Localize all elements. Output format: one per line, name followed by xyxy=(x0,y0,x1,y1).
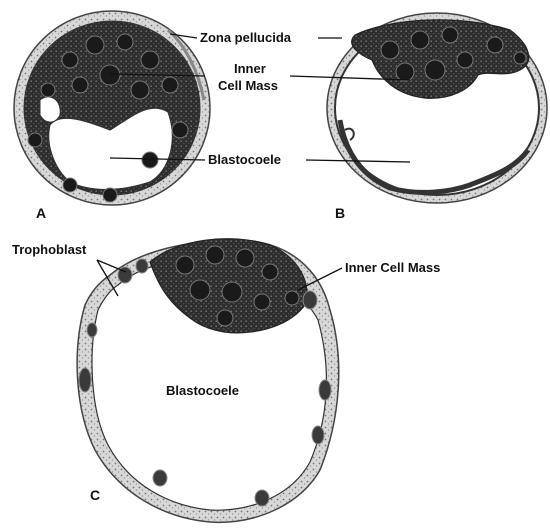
trophoblast-label: Trophoblast xyxy=(12,242,86,257)
inner-cell-mass-label-c: Inner Cell Mass xyxy=(345,260,440,275)
panel-label-a: A xyxy=(36,206,46,221)
panel-label-c: C xyxy=(90,488,100,503)
blastocyst-panel-c xyxy=(77,239,339,523)
zona-pellucida-label: Zona pellucida xyxy=(200,30,291,45)
inner-cell-mass-label-line2: Cell Mass xyxy=(218,78,278,93)
blastocoele-label-ab: Blastocoele xyxy=(208,152,281,167)
blastocyst-panel-b xyxy=(327,13,547,203)
blastocyst-panel-a xyxy=(14,11,210,205)
inner-cell-mass-label-line1: Inner xyxy=(234,61,266,76)
blastocoele-label-c: Blastocoele xyxy=(166,383,239,398)
cavity-extension-a xyxy=(40,97,60,122)
panel-label-b: B xyxy=(335,206,345,221)
